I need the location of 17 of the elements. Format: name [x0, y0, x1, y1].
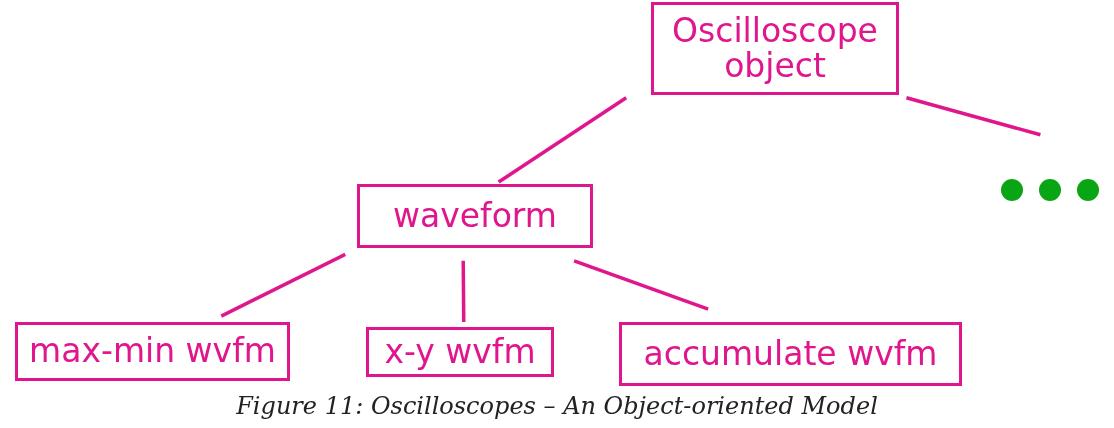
- connector-line: [573, 259, 709, 311]
- connector-line: [220, 252, 346, 318]
- class-box: [651, 2, 899, 95]
- node-label: Oscilloscope object: [671, 13, 879, 84]
- class-box: [619, 322, 962, 386]
- connector-line: [905, 96, 1041, 137]
- class-box: [15, 322, 290, 381]
- node-label: max-min wvfm: [29, 334, 276, 369]
- ellipsis-dots: [1000, 178, 1101, 202]
- node-label: accumulate wvfm: [643, 336, 938, 372]
- class-box: [357, 184, 593, 248]
- figure-caption: Figure 11: Oscilloscopes – An Object-oriented Model: [235, 392, 879, 420]
- class-box: [366, 327, 554, 377]
- connector-line: [461, 260, 466, 322]
- connector-line: [497, 96, 628, 184]
- node-label: waveform: [393, 198, 557, 234]
- node-label: x-y wvfm: [384, 334, 536, 370]
